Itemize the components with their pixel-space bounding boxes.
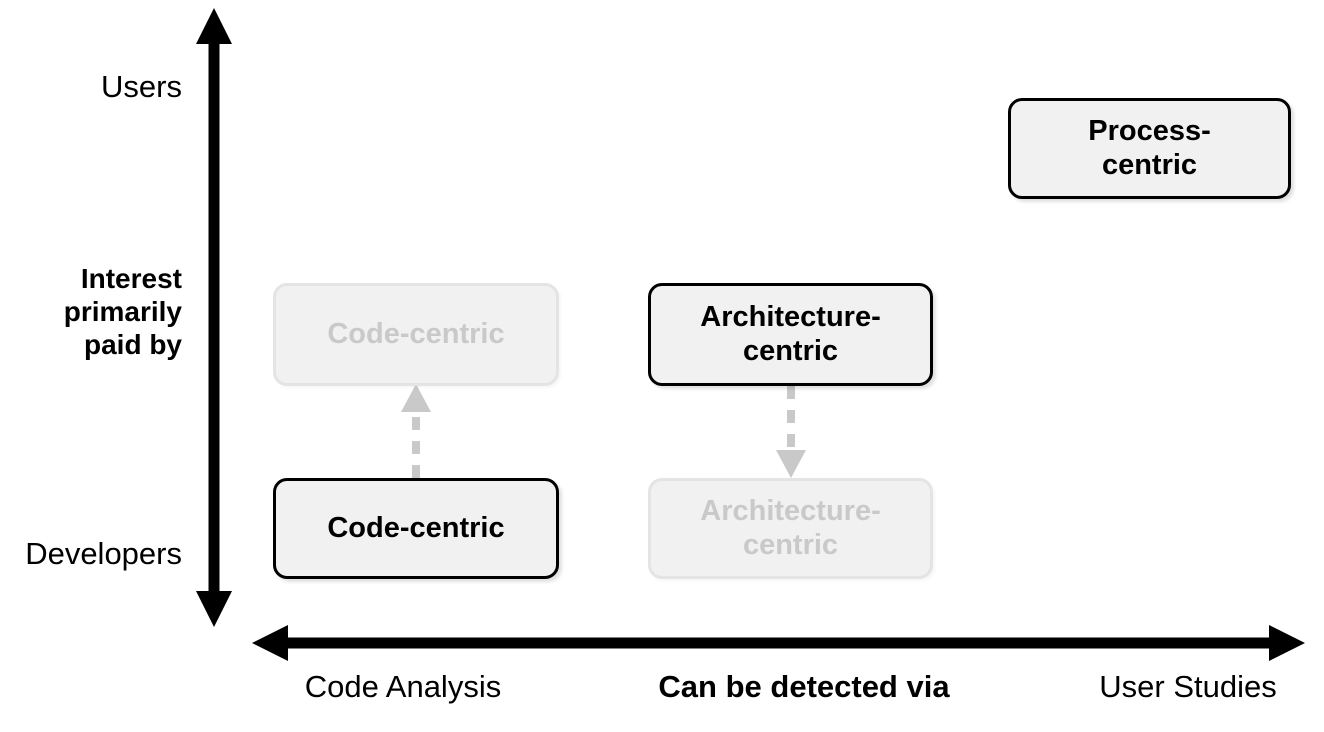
y-axis-top-label: Users (101, 69, 182, 104)
x-axis-right-label: User Studies (1099, 669, 1277, 704)
x-axis-left-label: Code Analysis (304, 669, 502, 704)
box-process-centric[interactable]: Process- centric (1008, 98, 1291, 199)
y-axis-title: Interest primarily paid by (63, 263, 182, 361)
transition-arrow-up-icon (401, 384, 431, 478)
y-axis-arrow (196, 8, 232, 627)
box-code-centric-current[interactable]: Code-centric (273, 478, 559, 579)
x-axis-title: Can be detected via (658, 669, 950, 704)
box-architecture-centric-current[interactable]: Architecture- centric (648, 283, 933, 386)
box-architecture-centric-target[interactable]: Architecture- centric (648, 478, 933, 579)
transition-arrow-down-icon (776, 386, 806, 478)
y-axis-bottom-label: Developers (25, 536, 182, 571)
box-code-centric-target[interactable]: Code-centric (273, 283, 559, 386)
x-axis-arrow (252, 625, 1305, 661)
